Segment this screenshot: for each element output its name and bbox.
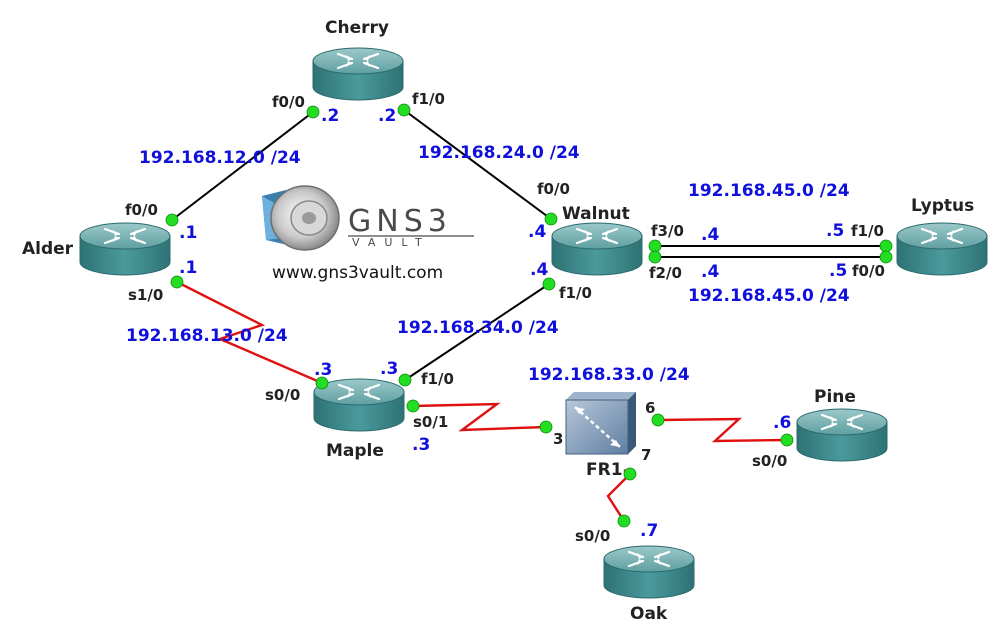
ethernet-links	[171, 109, 886, 381]
router-oak[interactable]	[602, 544, 696, 600]
iface-alder-s10: s1/0	[128, 286, 163, 304]
router-pine[interactable]	[795, 407, 889, 463]
port-dot-alder-s10	[170, 275, 184, 289]
link-alder-cherry	[171, 111, 314, 221]
iface-maple-f10: f1/0	[421, 370, 454, 388]
port-dot-alder-f00	[165, 213, 179, 227]
port-dot-maple-s00	[315, 376, 329, 390]
label-lyptus: Lyptus	[911, 196, 974, 216]
label-oak: Oak	[630, 604, 668, 624]
label-alder: Alder	[22, 239, 74, 259]
port-dot-walnut-f30	[648, 239, 662, 253]
iface-maple-s01: s0/1	[413, 413, 448, 431]
link-fr1-pine	[657, 417, 788, 443]
net-12: 192.168.12.0 /24	[139, 148, 301, 168]
router-cherry[interactable]	[311, 46, 405, 102]
port-dot-walnut-f00	[544, 212, 558, 226]
addr-walnut-f30: .4	[701, 225, 719, 245]
logo-url: www.gns3vault.com	[272, 263, 443, 283]
label-walnut: Walnut	[562, 204, 630, 224]
port-dot-oak-s00	[617, 514, 631, 528]
addr-lyptus-f10: .5	[826, 221, 844, 241]
iface-lyptus-f10: f1/0	[851, 222, 884, 240]
router-names: Cherry Alder Walnut Lyptus Maple Pine Oa…	[22, 18, 974, 624]
addr-maple-f10: .3	[380, 359, 398, 379]
fr1-port-3: 3	[553, 430, 563, 448]
address-labels: .2 .2 .1 .1 .4 .4 .4 .4 .5 .5 .3 .3 .3 .…	[179, 106, 847, 541]
router-maple[interactable]	[312, 377, 406, 433]
port-dot-cherry-f00	[306, 105, 320, 119]
addr-walnut-f10: .4	[530, 260, 548, 280]
gns3-vault-logo: GNS3 VAULT www.gns3vault.com	[262, 185, 474, 283]
iface-maple-s00: s0/0	[265, 386, 300, 404]
fr1-port-6: 6	[645, 399, 655, 417]
link-walnut-maple	[404, 283, 550, 381]
port-dot-fr1-p3	[539, 420, 553, 434]
interface-labels: f0/0 f1/0 f0/0 s1/0 f0/0 f3/0 f2/0 f1/0 …	[125, 90, 885, 545]
addr-maple-s00: .3	[314, 360, 332, 380]
port-dots	[165, 103, 893, 528]
addr-maple-s01: .3	[412, 435, 430, 455]
iface-oak-s00: s0/0	[575, 527, 610, 545]
port-dot-pine-s00	[780, 433, 794, 447]
router-alder[interactable]	[78, 221, 172, 277]
iface-cherry-f00: f0/0	[272, 93, 305, 111]
iface-walnut-f00: f0/0	[537, 180, 570, 198]
label-maple: Maple	[326, 441, 384, 461]
label-cherry: Cherry	[325, 18, 389, 38]
fr1-port-7: 7	[641, 446, 651, 464]
gns3-cylinder-icon	[262, 185, 340, 251]
net-45-top: 192.168.45.0 /24	[688, 181, 850, 201]
label-fr1: FR1	[586, 460, 623, 480]
iface-pine-s00: s0/0	[752, 452, 787, 470]
net-33: 192.168.33.0 /24	[528, 365, 690, 385]
iface-alder-f00: f0/0	[125, 201, 158, 219]
logo-brand: GNS3	[348, 204, 452, 239]
port-dot-lyptus-f00	[879, 250, 893, 264]
net-34: 192.168.34.0 /24	[397, 318, 559, 338]
router-walnut[interactable]	[550, 221, 644, 277]
label-pine: Pine	[814, 387, 856, 407]
iface-cherry-f10: f1/0	[412, 90, 445, 108]
net-45-bottom: 192.168.45.0 /24	[688, 286, 850, 306]
port-dot-fr1-p6	[651, 413, 665, 427]
addr-walnut-f00: .4	[528, 222, 546, 242]
addr-oak-s00: .7	[640, 521, 658, 541]
net-13: 192.168.13.0 /24	[126, 326, 288, 346]
port-dot-lyptus-f10	[879, 239, 893, 253]
addr-lyptus-f00: .5	[829, 261, 847, 281]
iface-walnut-f20: f2/0	[649, 264, 682, 282]
port-dot-cherry-f10	[397, 103, 411, 117]
addr-cherry-f10: .2	[378, 106, 396, 126]
link-alder-maple	[176, 280, 323, 385]
port-dot-maple-s01	[406, 399, 420, 413]
link-maple-fr1	[412, 402, 547, 432]
net-24: 192.168.24.0 /24	[418, 143, 580, 163]
port-dot-walnut-f10	[542, 277, 556, 291]
port-dot-maple-f10	[398, 373, 412, 387]
network-labels: 192.168.12.0 /24 192.168.24.0 /24 192.16…	[126, 143, 850, 385]
switch-arrows-icon	[574, 406, 621, 448]
link-cherry-walnut	[403, 109, 552, 220]
router-lyptus[interactable]	[895, 221, 989, 277]
iface-walnut-f30: f3/0	[651, 222, 684, 240]
iface-lyptus-f00: f0/0	[852, 262, 885, 280]
addr-alder-f00: .1	[179, 223, 197, 243]
serial-links	[176, 280, 788, 522]
iface-walnut-f10: f1/0	[559, 284, 592, 302]
port-dot-walnut-f20	[648, 250, 662, 264]
addr-alder-s10: .1	[179, 258, 197, 278]
addr-cherry-f00: .2	[321, 106, 339, 126]
addr-walnut-f20: .4	[701, 262, 719, 282]
logo-sub: VAULT	[352, 236, 431, 249]
fr1-frame-relay-switch[interactable]	[565, 392, 636, 455]
port-dot-fr1-p7	[623, 467, 637, 481]
addr-pine-s00: .6	[773, 413, 791, 433]
